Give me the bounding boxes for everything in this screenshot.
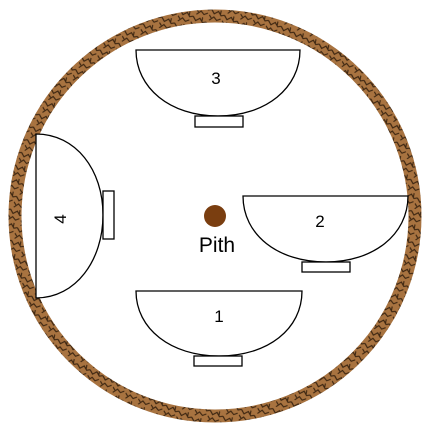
bowl-2-body — [243, 196, 408, 262]
bowl-3: 3 — [136, 50, 300, 127]
bowl-4: 4 — [36, 134, 114, 298]
bowl-2-label: 2 — [315, 212, 324, 231]
bowl-3-foot — [195, 116, 243, 127]
bowl-4-label: 4 — [51, 214, 70, 223]
bowl-4-foot — [103, 191, 114, 239]
pith-label: Pith — [199, 234, 235, 257]
bowl-2-foot — [302, 262, 350, 272]
bowl-3-label: 3 — [211, 69, 220, 88]
bowl-1: 1 — [136, 291, 302, 366]
bowl-2: 2 — [243, 196, 408, 272]
bowl-1-foot — [194, 356, 242, 366]
pith-dot — [204, 205, 226, 227]
bowl-1-label: 1 — [214, 307, 223, 326]
